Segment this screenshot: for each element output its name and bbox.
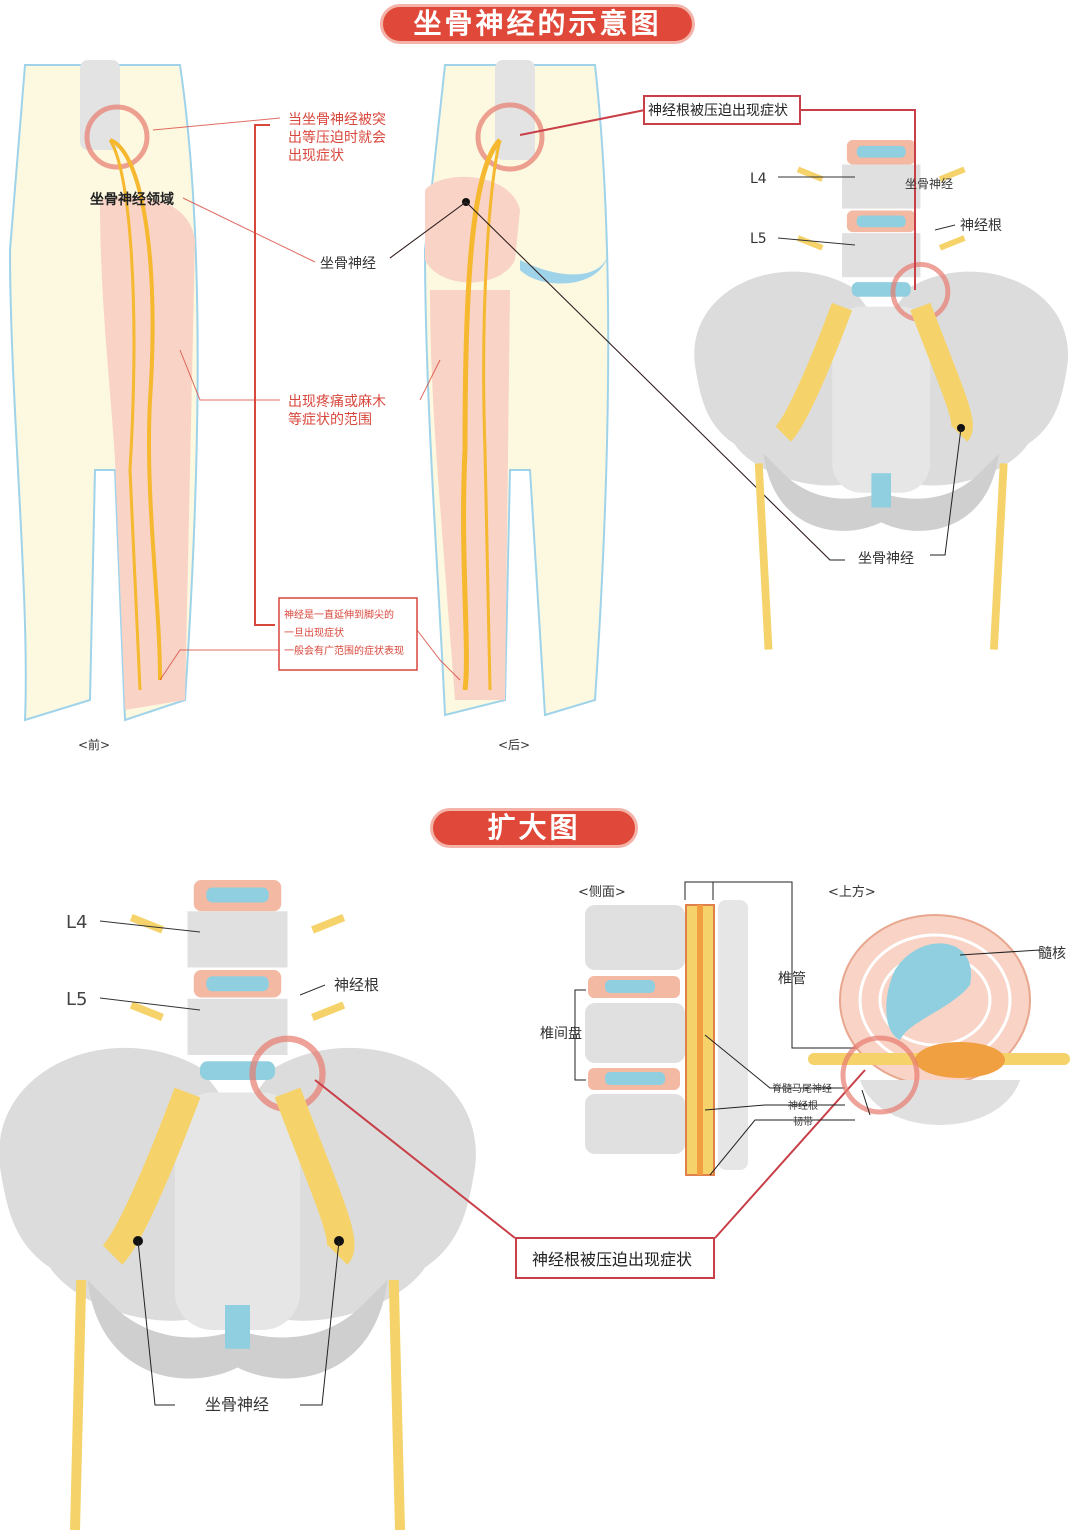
- sciatic-nerve-pelvis-label: 坐骨神经: [905, 177, 953, 191]
- sciatic-nerve-label: 坐骨神经: [320, 256, 376, 272]
- sciatic-nerve-bottom-pelvis-label: 坐骨神经: [205, 1395, 269, 1414]
- cauda-label: 脊髓马尾神经: [772, 1082, 832, 1095]
- enlarged-title: 扩大图: [430, 808, 638, 848]
- pain-range-line2: 等症状的范围: [288, 411, 372, 428]
- extend-note-line1: 神经是一直延伸到脚尖的: [284, 608, 394, 621]
- l5-top-label: L5: [750, 231, 767, 247]
- side-view-illustration: [585, 900, 748, 1176]
- root-compressed-box-bottom: [515, 1237, 715, 1279]
- sciatic-area-label: 坐骨神经领域: [90, 191, 174, 208]
- canal-label: 椎管: [778, 971, 806, 987]
- pain-range-line1: 出现疼痛或麻木: [288, 393, 386, 410]
- nerve-root-bottom-label: 神经根: [334, 976, 379, 994]
- root-compressed-bottom-label: 神经根被压迫出现症状: [532, 1250, 692, 1269]
- main-title: 坐骨神经的示意图: [380, 4, 695, 44]
- ligament-label: 韧带: [793, 1116, 813, 1128]
- extend-note-line3: 一般会有广范围的症状表现: [284, 644, 404, 657]
- top-pelvis-illustration: [694, 140, 1069, 650]
- extend-note-box: [278, 597, 418, 671]
- top-view-illustration: [808, 914, 1070, 1125]
- back-body-illustration: [423, 60, 610, 717]
- front-label: <前>: [78, 737, 110, 752]
- nerve-root-top-label: 神经根: [960, 218, 1002, 234]
- root-compressed-box-top: [643, 95, 801, 125]
- disc-label: 椎间盘: [540, 1025, 582, 1042]
- back-label: <后>: [498, 738, 530, 752]
- l5-bottom-label: L5: [66, 989, 87, 1010]
- sciatic-nerve-bottom-label: 坐骨神经: [858, 551, 914, 567]
- nucleus-label: 髓核: [1038, 946, 1066, 962]
- compress-note-line2: 出等压迫时就会: [288, 129, 386, 146]
- compress-note-line1: 当坐骨神经被突: [288, 112, 386, 128]
- l4-bottom-label: L4: [66, 912, 87, 933]
- compress-note-line3: 出现症状: [288, 148, 344, 164]
- bottom-pelvis-illustration: [0, 880, 476, 1531]
- root-compressed-top-label: 神经根被压迫出现症状: [648, 103, 788, 119]
- top-view-label: <上方>: [828, 884, 876, 900]
- l4-top-label: L4: [750, 171, 767, 187]
- extend-note-line2: 一旦出现症状: [284, 626, 344, 639]
- front-body-illustration: [8, 60, 199, 722]
- side-view-label: <侧面>: [578, 885, 626, 900]
- root-label: 神经根: [788, 1099, 818, 1112]
- red-bracket: [254, 124, 275, 626]
